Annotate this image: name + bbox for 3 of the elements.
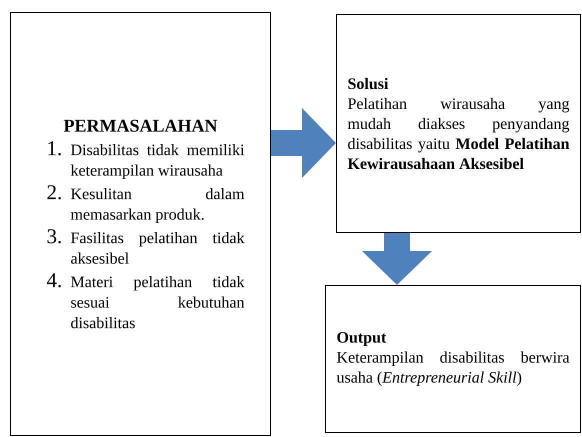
text-box: PERMASALAHAN 1. Disabilitas tidak memiliki keterampilan wirausaha 2. Kesulitan dalam memasarkan produk. 3. Fasilitas pelatihan tidak aksesibel 4. Materi pelatihan tidak sesuai kebutuhan disabilitas [10, 12, 271, 436]
text-box: Output Keterampilan disabilitas berwira usaha (Entrepreneurial Skill) [325, 285, 581, 433]
text-box: Solusi Pelatihan wirausaha yang mudah diakses penyandang disabilitas yaitu Model Pelatihan Kewirausahaan Aksesibel [336, 14, 581, 233]
